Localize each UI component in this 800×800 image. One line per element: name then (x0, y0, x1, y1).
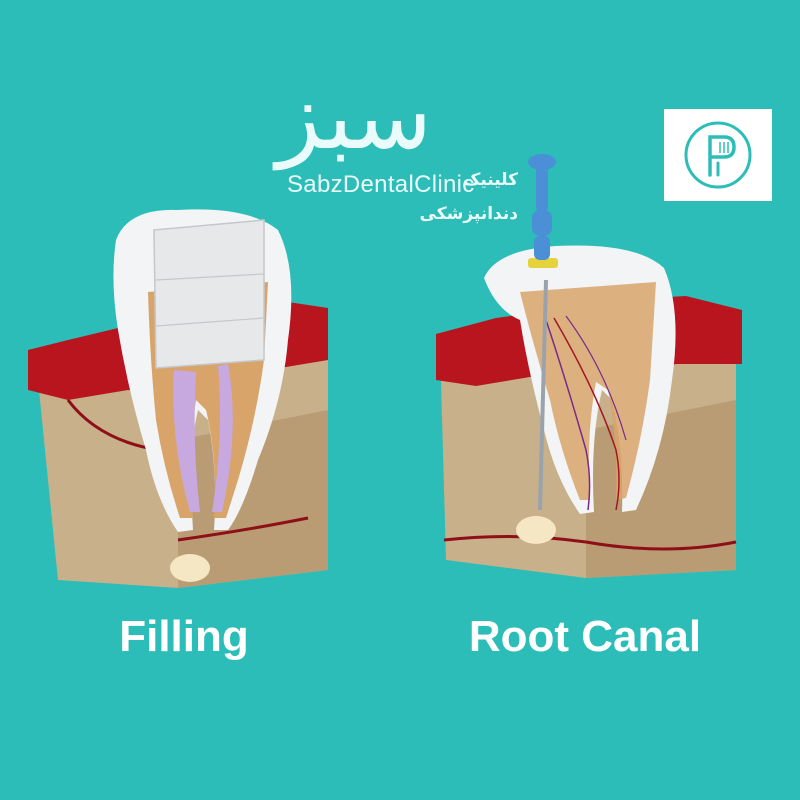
logo-line1-fa: کلینیک (462, 170, 518, 190)
filled-tooth-illustration (28, 200, 340, 590)
logo-wordmark-en: SabzDentalClinic (287, 171, 475, 198)
p-toothbrush-logo-icon (664, 109, 772, 201)
logo-line2-fa: دندانپزشکی (419, 204, 518, 224)
caption-root-canal: Root Canal (468, 612, 702, 661)
root-canal-illustration (436, 150, 744, 592)
caption-filling: Filling (119, 612, 249, 661)
logo-wordmark-fa: سبز (276, 63, 432, 170)
clinic-logo: سبز کلینیک دندانپزشکی (276, 62, 522, 224)
